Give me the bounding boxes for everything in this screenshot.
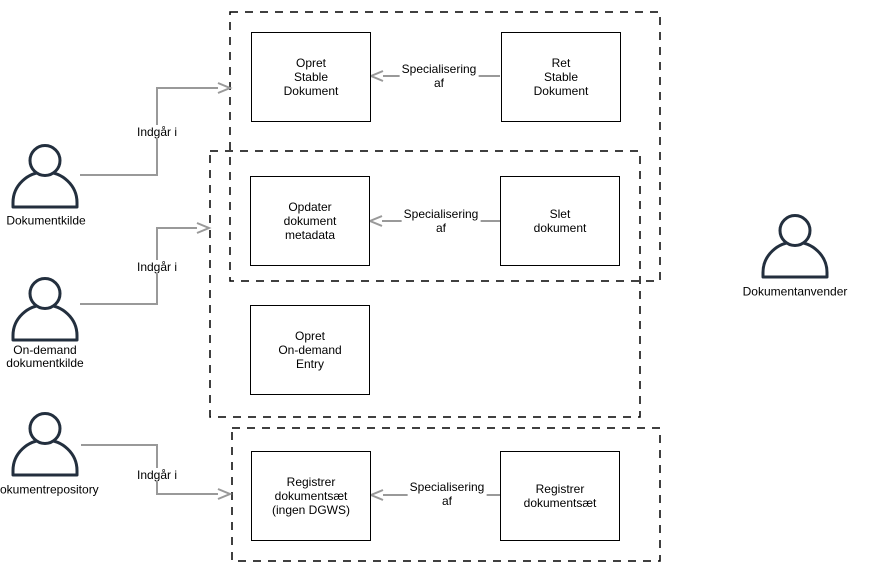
person-icon [761, 214, 829, 279]
use-case-opret-stable-dokument: Opret Stable Dokument [251, 32, 371, 122]
open-arrowhead-icon [367, 215, 383, 227]
actor-label-dokumentanvender: Dokumentanvender [742, 284, 848, 299]
open-arrowhead-icon [217, 488, 233, 500]
edge-label-indgaar-i-2: Indgår i [134, 260, 180, 274]
edge-label-specialisering-1: Specialisering af [399, 62, 479, 90]
person-icon [11, 144, 79, 209]
person-icon [11, 412, 79, 477]
edge-label-indgaar-i-3: Indgår i [134, 468, 180, 482]
dashed-group-middle [209, 150, 641, 418]
actor-on-demand-dokumentkilde [11, 277, 79, 342]
use-case-registrer-dokumentsaet: Registrer dokumentsæt [500, 451, 620, 541]
dashed-group-top [229, 11, 661, 282]
open-arrowhead-icon [196, 222, 212, 234]
use-case-opret-on-demand-entry: Opret On-demand Entry [250, 305, 370, 395]
actor-label-on-demand-dokumentkilde: On-demand dokumentkilde [6, 343, 84, 370]
open-arrowhead-icon [217, 82, 233, 94]
edge-label-specialisering-3: Specialisering af [407, 480, 487, 508]
actor-dokumentkilde [11, 144, 79, 209]
use-case-ret-stable-dokument: Ret Stable Dokument [501, 32, 621, 122]
open-arrowhead-icon [368, 70, 384, 82]
person-icon [11, 277, 79, 342]
use-case-slet-dokument: Slet dokument [500, 176, 620, 266]
actor-label-dokumentrepository: Dokumentrepository [0, 482, 99, 497]
open-arrowhead-icon [368, 489, 384, 501]
edge-label-indgaar-i-1: Indgår i [134, 125, 180, 139]
use-case-registrer-dokumentsaet-ingen-dgws: Registrer dokumentsæt (ingen DGWS) [251, 451, 371, 541]
edge-label-specialisering-2: Specialisering af [401, 207, 481, 235]
actor-dokumentanvender [761, 214, 829, 279]
actor-label-dokumentkilde: Dokumentkilde [6, 213, 86, 228]
actor-dokumentrepository [11, 412, 79, 477]
dashed-group-bottom [231, 427, 661, 562]
use-case-opdater-dokument-metadata: Opdater dokument metadata [250, 176, 370, 266]
